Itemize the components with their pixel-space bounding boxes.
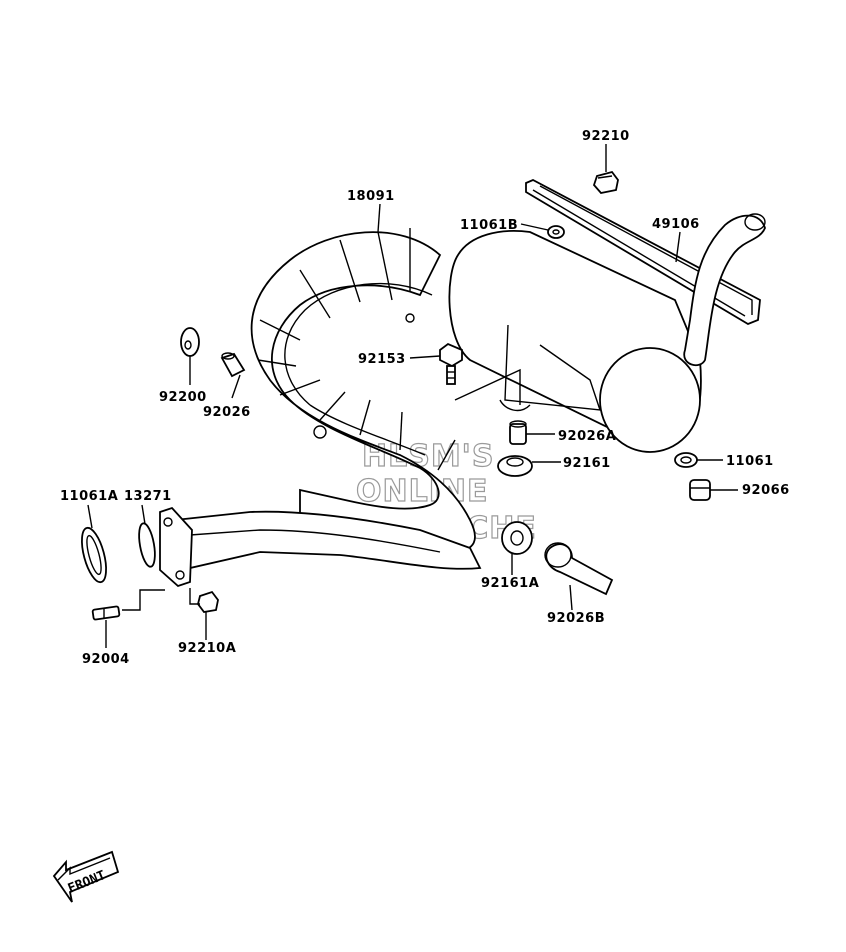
collar-92026[interactable] <box>220 352 246 378</box>
pipe-92026B[interactable] <box>544 542 614 596</box>
watermark-line-2: ONLINE <box>356 474 489 509</box>
label-92210A: 92210A <box>178 641 236 656</box>
washer-92200[interactable] <box>180 327 200 357</box>
nut-92210A[interactable] <box>197 590 219 613</box>
label-11061B: 11061B <box>460 218 518 233</box>
label-18091: 18091 <box>347 189 395 204</box>
nut-92210[interactable] <box>592 170 619 194</box>
label-13271: 13271 <box>124 489 172 504</box>
plate-13271[interactable] <box>136 522 157 568</box>
bolt-92153[interactable] <box>439 342 463 385</box>
silencer-canister[interactable] <box>448 213 766 453</box>
washer-11061B[interactable] <box>547 225 565 239</box>
gasket-11061[interactable] <box>674 452 698 468</box>
front-direction-marker: FRONT <box>52 850 120 903</box>
leader-lines <box>87 144 738 648</box>
grommet-92161[interactable] <box>497 455 533 477</box>
gasket-11061A[interactable] <box>77 525 111 584</box>
expansion-chamber-18091[interactable] <box>250 228 476 554</box>
exhaust-head-pipe[interactable] <box>159 506 482 588</box>
collar-92026A[interactable] <box>509 420 527 445</box>
label-92161A: 92161A <box>481 576 539 591</box>
label-92161: 92161 <box>563 456 611 471</box>
stud-92004[interactable] <box>91 605 121 621</box>
label-49106: 49106 <box>652 217 700 232</box>
label-11061A: 11061A <box>60 489 118 504</box>
label-92004: 92004 <box>82 652 130 667</box>
label-92026A: 92026A <box>558 429 616 444</box>
label-92066: 92066 <box>742 483 790 498</box>
plug-92066[interactable] <box>689 479 711 501</box>
part-labels: 92210 18091 11061B 49106 92153 92200 920… <box>60 129 790 667</box>
label-92210: 92210 <box>582 129 630 144</box>
watermark-line-1: HLSM'S <box>362 439 494 474</box>
label-92200: 92200 <box>159 390 207 405</box>
grommet-92161A[interactable] <box>501 521 533 555</box>
label-92153: 92153 <box>358 352 406 367</box>
label-92026B: 92026B <box>547 611 605 626</box>
label-11061: 11061 <box>726 454 774 469</box>
label-92026: 92026 <box>203 405 251 420</box>
